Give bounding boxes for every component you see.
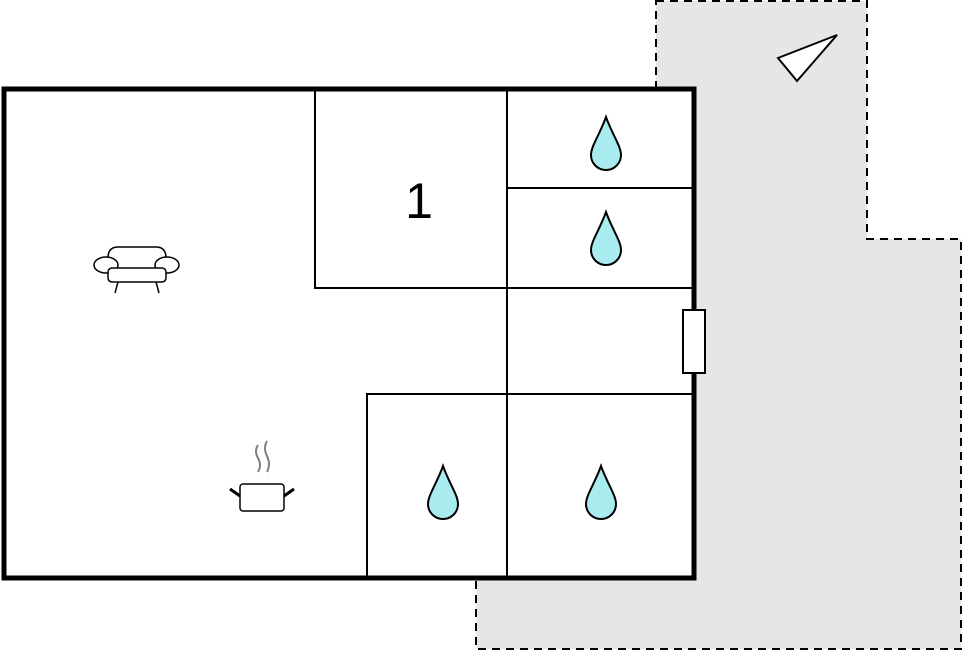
interior-walls: [314, 91, 692, 576]
bedroom-wall: [314, 91, 692, 289]
door-icon: [682, 309, 706, 374]
bedroom-number: 1: [405, 173, 433, 229]
water-drop-icon: [426, 462, 460, 520]
water-drop-icon: [589, 113, 623, 171]
compass-arrow-icon: [776, 34, 838, 83]
cooking-pot-icon: [229, 440, 295, 512]
water-drop-icon: [589, 208, 623, 266]
sofa-icon: [93, 246, 180, 294]
lower-bath-wall: [366, 393, 692, 576]
water-drop-icon: [584, 462, 618, 520]
house-outline: [1, 86, 697, 581]
